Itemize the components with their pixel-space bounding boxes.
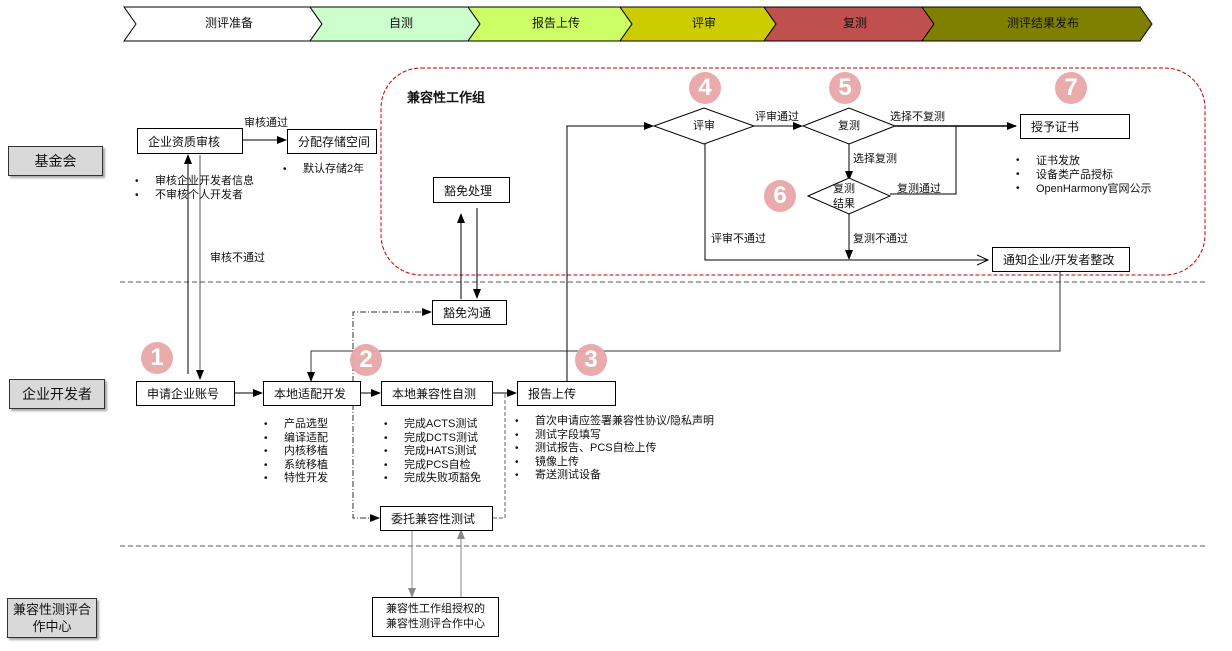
list-item: OpenHarmony官网公示: [1016, 182, 1152, 196]
list-item: 完成PCS自检: [384, 459, 481, 473]
retest-result-line2: 结果: [833, 198, 855, 210]
list-item: 测试字段填写: [515, 429, 714, 443]
stage-label-upload: 报告上传: [531, 16, 580, 30]
retest-result-line1: 复测: [833, 183, 855, 195]
certificate-bullets: 证书发放 设备类产品授标 OpenHarmony官网公示: [1016, 154, 1152, 196]
edge-label-no-retest: 选择不复测: [890, 111, 945, 123]
notify-rectify-box[interactable]: 通知企业/开发者整改: [992, 247, 1130, 272]
authorized-center-box[interactable]: 兼容性工作组授权的 兼容性测评合作中心: [372, 597, 499, 637]
authorized-center-line2: 兼容性测评合作中心: [386, 618, 485, 630]
review-diamond-label[interactable]: 评审: [693, 120, 715, 132]
edge-label-qual-pass: 审核通过: [244, 117, 288, 129]
edge-label-choose-retest: 选择复测: [853, 153, 897, 165]
retest-result-diamond: [806, 177, 892, 215]
exemption-communication-box[interactable]: 豁免沟通: [432, 300, 507, 325]
exemption-handling-box[interactable]: 豁免处理: [433, 177, 510, 203]
list-item: 审核企业开发者信息: [135, 175, 254, 189]
list-item: 产品选型: [264, 418, 328, 432]
edge-label-review-pass: 评审通过: [755, 111, 799, 123]
allocate-storage-box[interactable]: 分配存储空间: [287, 129, 377, 154]
apply-account-box[interactable]: 申请企业账号: [136, 381, 235, 406]
step-badge-4: 4: [689, 72, 721, 104]
list-item: 首次申请应签署兼容性协议/隐私声明: [515, 415, 714, 429]
retest-diamond-label[interactable]: 复测: [838, 120, 860, 132]
edge-label-retest-fail: 复测不通过: [853, 233, 908, 245]
list-item: 完成ACTS测试: [384, 418, 481, 432]
retest-diamond: [801, 107, 897, 145]
list-item: 编译适配: [264, 432, 328, 446]
list-item: 设备类产品授标: [1016, 168, 1152, 182]
list-item: 特性开发: [264, 472, 328, 486]
list-item: 完成HATS测试: [384, 445, 481, 459]
authorized-center-line1: 兼容性工作组授权的: [386, 603, 485, 615]
step-badge-2: 2: [350, 344, 382, 376]
list-item: 证书发放: [1016, 154, 1152, 168]
qualification-review-box[interactable]: 企业资质审核: [137, 128, 243, 154]
edge-label-review-fail: 评审不通过: [711, 233, 766, 245]
stage-label-selftest: 自测: [388, 16, 413, 30]
stage-label-prep: 测评准备: [204, 16, 253, 30]
working-group-title: 兼容性工作组: [407, 90, 486, 105]
lane-developer: 企业开发者: [9, 379, 105, 409]
step-badge-1: 1: [141, 342, 173, 374]
working-group-border: [380, 67, 1206, 276]
upload-bullets: 首次申请应签署兼容性协议/隐私声明 测试字段填写 测试报告、PCS自检上传 镜像…: [515, 415, 714, 483]
lane-test-center-line2: 作中心: [32, 619, 72, 634]
list-item: 测试报告、PCS自检上传: [515, 442, 714, 456]
lane-test-center: 兼容性测评合 作中心: [7, 598, 97, 638]
lane-foundation: 基金会: [8, 146, 103, 176]
local-selftest-box[interactable]: 本地兼容性自测: [381, 381, 493, 406]
grant-certificate-box[interactable]: 授予证书: [1020, 114, 1130, 139]
retest-result-diamond-label[interactable]: 复测 结果: [819, 182, 869, 212]
edge-label-qual-fail: 审核不通过: [210, 252, 265, 264]
adaptation-bullets: 产品选型 编译适配 内核移植 系统移植 特性开发: [264, 418, 328, 486]
list-item: 不审核个人开发者: [135, 189, 254, 203]
report-upload-box[interactable]: 报告上传: [517, 381, 616, 406]
stage-label-retest: 复测: [842, 16, 867, 30]
edge-label-retest-pass: 复测通过: [897, 183, 941, 195]
stage-chevron-6[interactable]: [921, 6, 1153, 42]
qualification-bullets: 审核企业开发者信息 不审核个人开发者: [135, 175, 254, 202]
stage-label-review: 评审: [691, 16, 716, 30]
list-item: 寄送测试设备: [515, 469, 714, 483]
step-badge-7: 7: [1055, 72, 1087, 104]
stage-label-publish: 测评结果发布: [1006, 16, 1079, 30]
list-item: 完成失败项豁免: [384, 472, 481, 486]
review-diamond: [652, 107, 756, 145]
storage-bullets: 默认存储2年: [283, 163, 364, 177]
list-item: 默认存储2年: [283, 163, 364, 177]
list-item: 系统移植: [264, 459, 328, 473]
selftest-bullets: 完成ACTS测试 完成DCTS测试 完成HATS测试 完成PCS自检 完成失败项…: [384, 418, 481, 486]
list-item: 镜像上传: [515, 456, 714, 470]
step-badge-6: 6: [764, 180, 796, 212]
list-item: 内核移植: [264, 445, 328, 459]
step-badge-5: 5: [829, 72, 861, 104]
entrust-test-box[interactable]: 委托兼容性测试: [380, 506, 493, 531]
step-badge-3: 3: [575, 344, 607, 376]
lane-test-center-line1: 兼容性测评合: [12, 602, 91, 617]
list-item: 完成DCTS测试: [384, 432, 481, 446]
local-adaptation-box[interactable]: 本地适配开发: [263, 381, 361, 406]
